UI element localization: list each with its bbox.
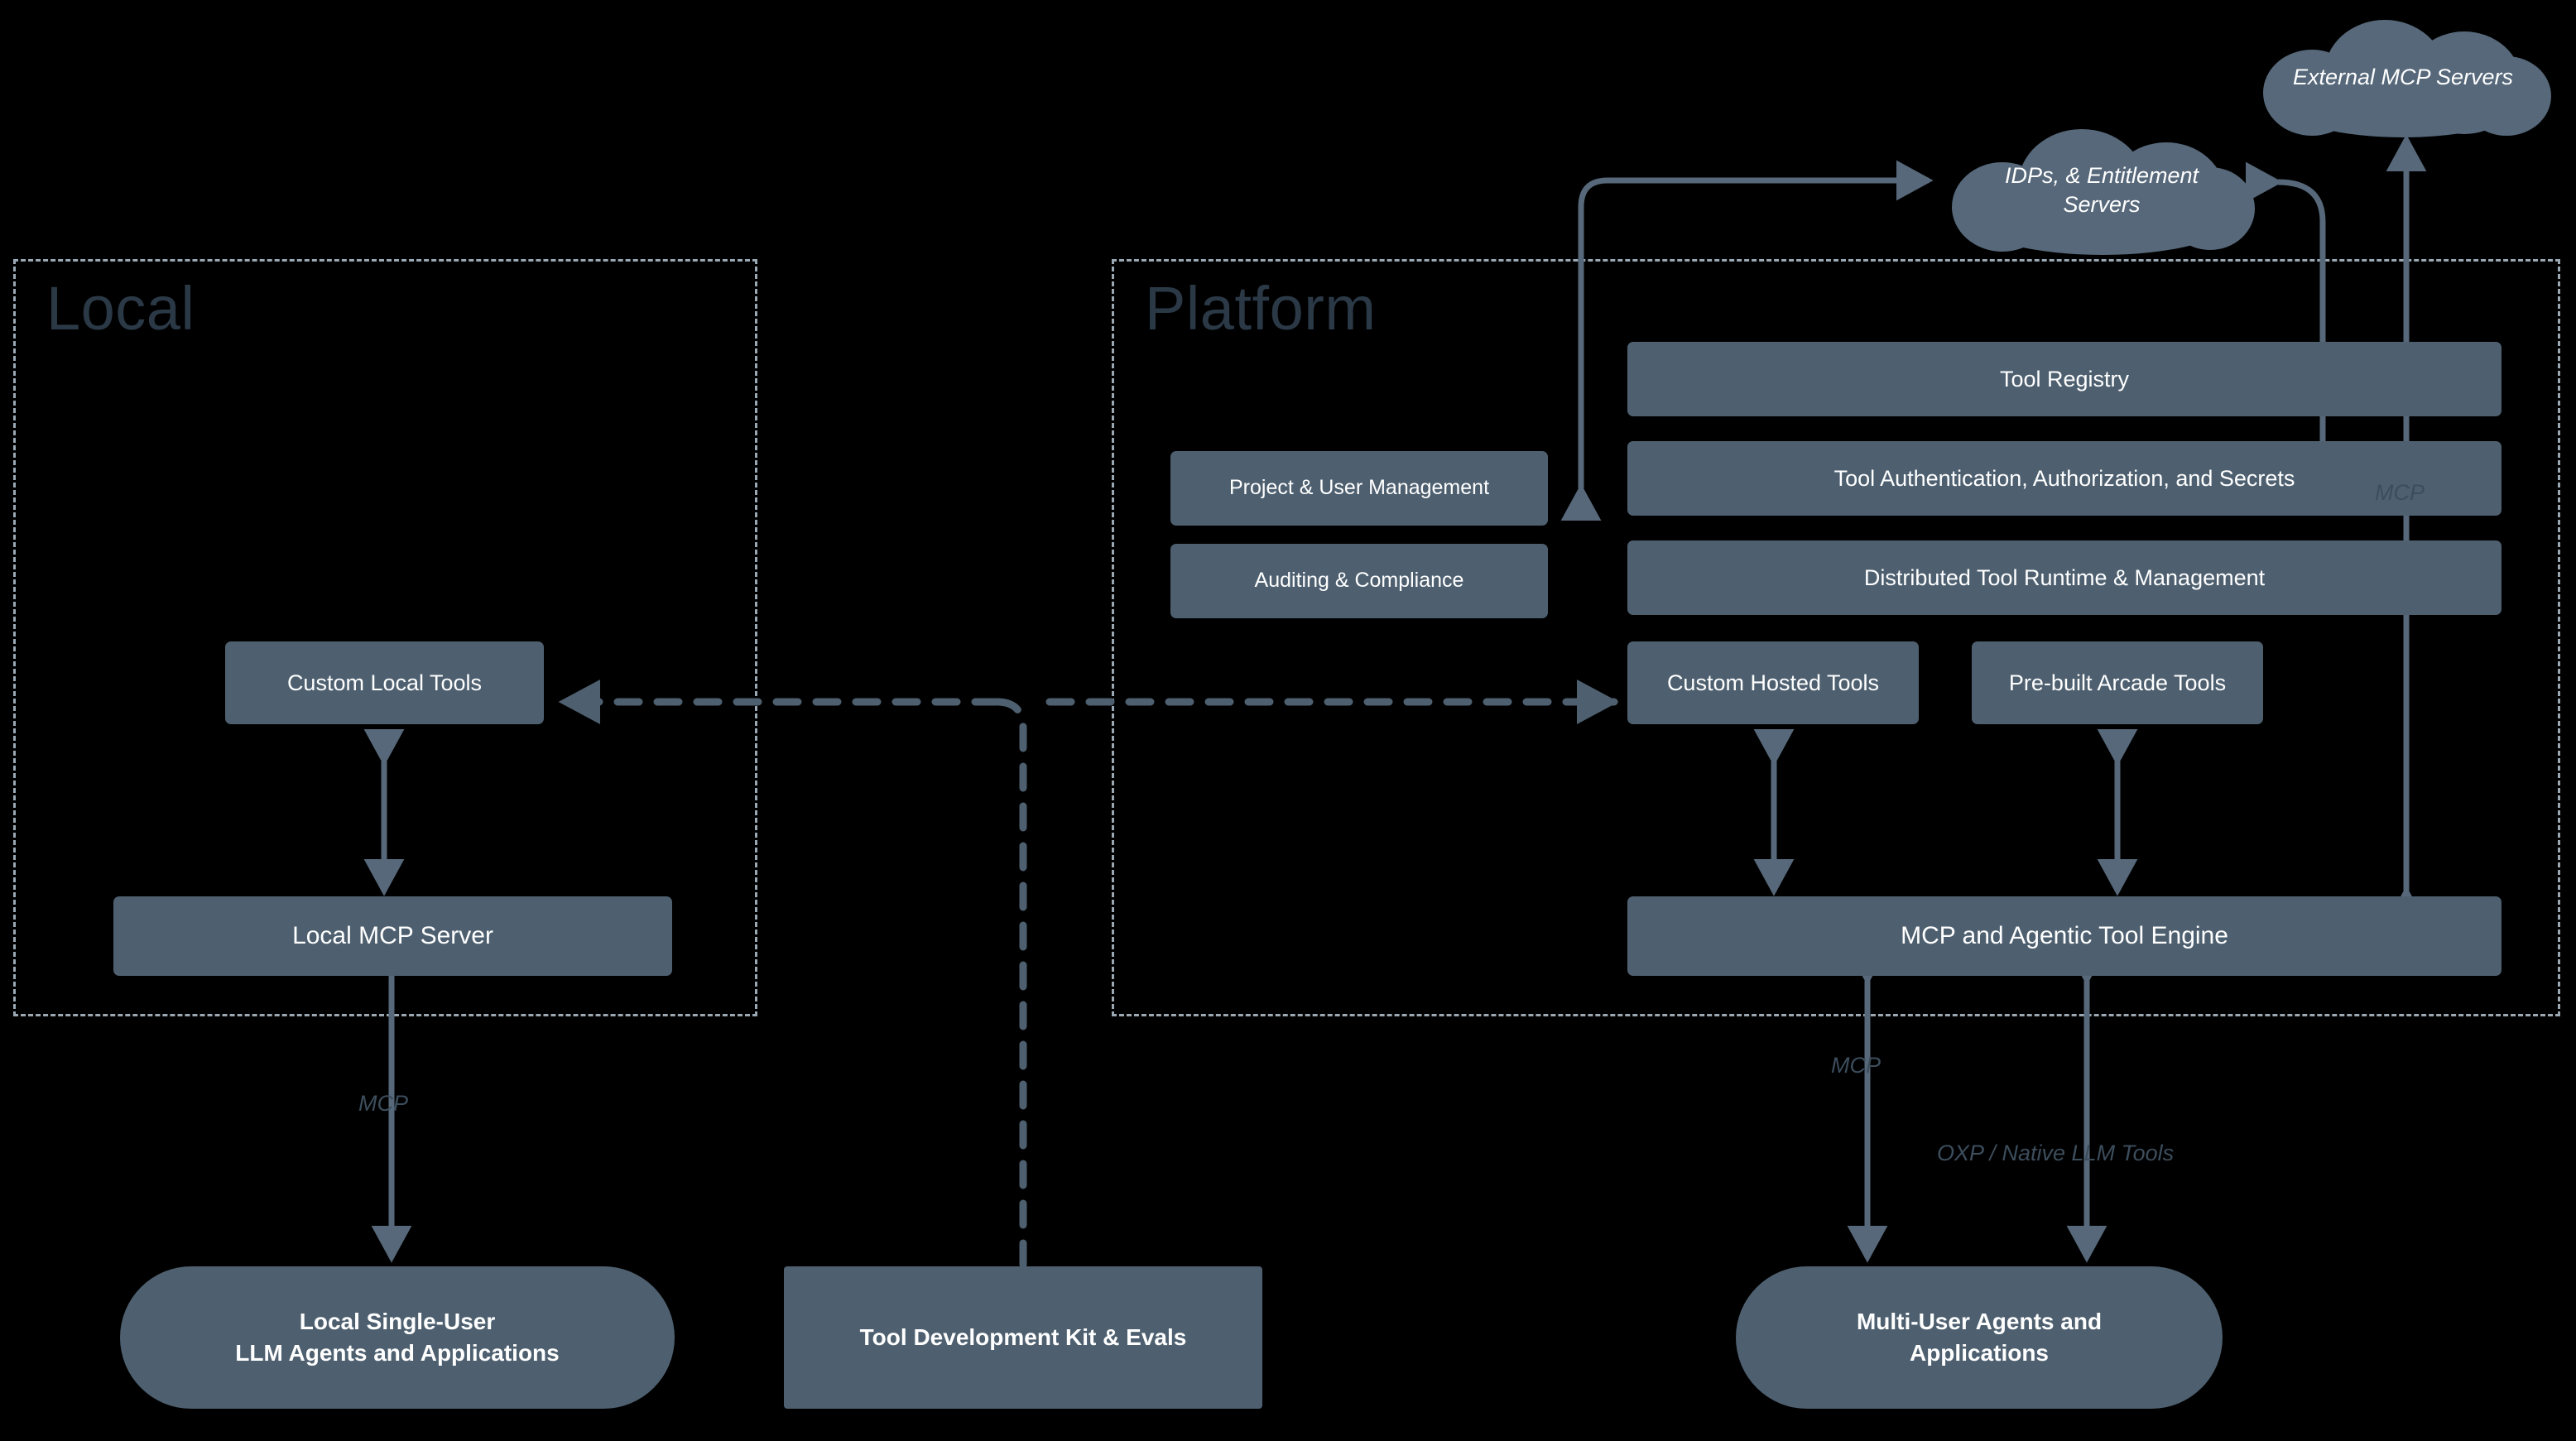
node-tool-development-kit-evals-label: Tool Development Kit & Evals (859, 1324, 1187, 1351)
node-local-single-user-agents-line1: Local Single-User (299, 1309, 496, 1335)
zone-platform-title: Platform (1145, 274, 1377, 343)
node-auditing-compliance[interactable]: Auditing & Compliance (1170, 544, 1548, 618)
node-local-single-user-agents[interactable]: Local Single-User LLM Agents and Applica… (120, 1266, 675, 1409)
node-mcp-agentic-tool-engine-label: MCP and Agentic Tool Engine (1901, 921, 2228, 949)
node-custom-hosted-tools-label: Custom Hosted Tools (1666, 670, 1880, 695)
node-auditing-compliance-label: Auditing & Compliance (1254, 569, 1464, 593)
node-custom-local-tools-label: Custom Local Tools (286, 670, 483, 695)
node-project-user-management-label: Project & User Management (1228, 476, 1490, 500)
node-tool-auth-authz-secrets-label: Tool Authentication, Authorization, and … (1833, 465, 2295, 491)
node-project-user-management[interactable]: Project & User Management (1170, 451, 1548, 526)
edge-tdk-trunk-dashed (992, 698, 1027, 1269)
edge-label-mcp-external-right: MCP (2375, 480, 2425, 505)
node-multi-user-agents[interactable]: Multi-User Agents and Applications (1736, 1266, 2223, 1409)
node-distributed-tool-runtime-label: Distributed Tool Runtime & Management (1863, 564, 2266, 590)
node-multi-user-agents-line2: Applications (1909, 1340, 2049, 1366)
node-tool-registry[interactable]: Tool Registry (1627, 342, 2502, 416)
node-prebuilt-arcade-tools[interactable]: Pre-built Arcade Tools (1972, 641, 2263, 724)
node-tool-development-kit-evals[interactable]: Tool Development Kit & Evals (784, 1266, 1262, 1409)
node-custom-hosted-tools[interactable]: Custom Hosted Tools (1627, 641, 1919, 724)
cloud-idps-line1: IDPs, & Entitlement (2004, 162, 2199, 188)
node-tool-registry-label: Tool Registry (1999, 366, 2130, 391)
cloud-external-mcp-servers: External MCP Servers (2245, 17, 2561, 139)
node-local-mcp-server-label: Local MCP Server (292, 921, 493, 949)
cloud-idps-line2: Servers (2063, 192, 2141, 217)
edge-label-oxp-native-llm-tools: OXP / Native LLM Tools (1937, 1141, 2175, 1165)
node-custom-local-tools[interactable]: Custom Local Tools (225, 641, 544, 724)
node-multi-user-agents-line1: Multi-User Agents and (1856, 1309, 2103, 1335)
edge-label-mcp-platform-bottom: MCP (1831, 1053, 1881, 1078)
node-mcp-agentic-tool-engine[interactable]: MCP and Agentic Tool Engine (1627, 896, 2502, 976)
zone-local-title: Local (46, 274, 195, 343)
node-prebuilt-arcade-tools-label: Pre-built Arcade Tools (2008, 670, 2227, 695)
node-local-mcp-server[interactable]: Local MCP Server (113, 896, 672, 976)
node-local-single-user-agents-line2: LLM Agents and Applications (235, 1340, 560, 1366)
cloud-idps-entitlement-servers: IDPs, & Entitlement Servers (1937, 124, 2266, 257)
cloud-external-mcp-servers-label: External MCP Servers (2292, 65, 2514, 90)
edge-label-mcp-local: MCP (358, 1091, 408, 1116)
node-distributed-tool-runtime[interactable]: Distributed Tool Runtime & Management (1627, 540, 2502, 615)
node-tool-auth-authz-secrets[interactable]: Tool Authentication, Authorization, and … (1627, 441, 2502, 516)
